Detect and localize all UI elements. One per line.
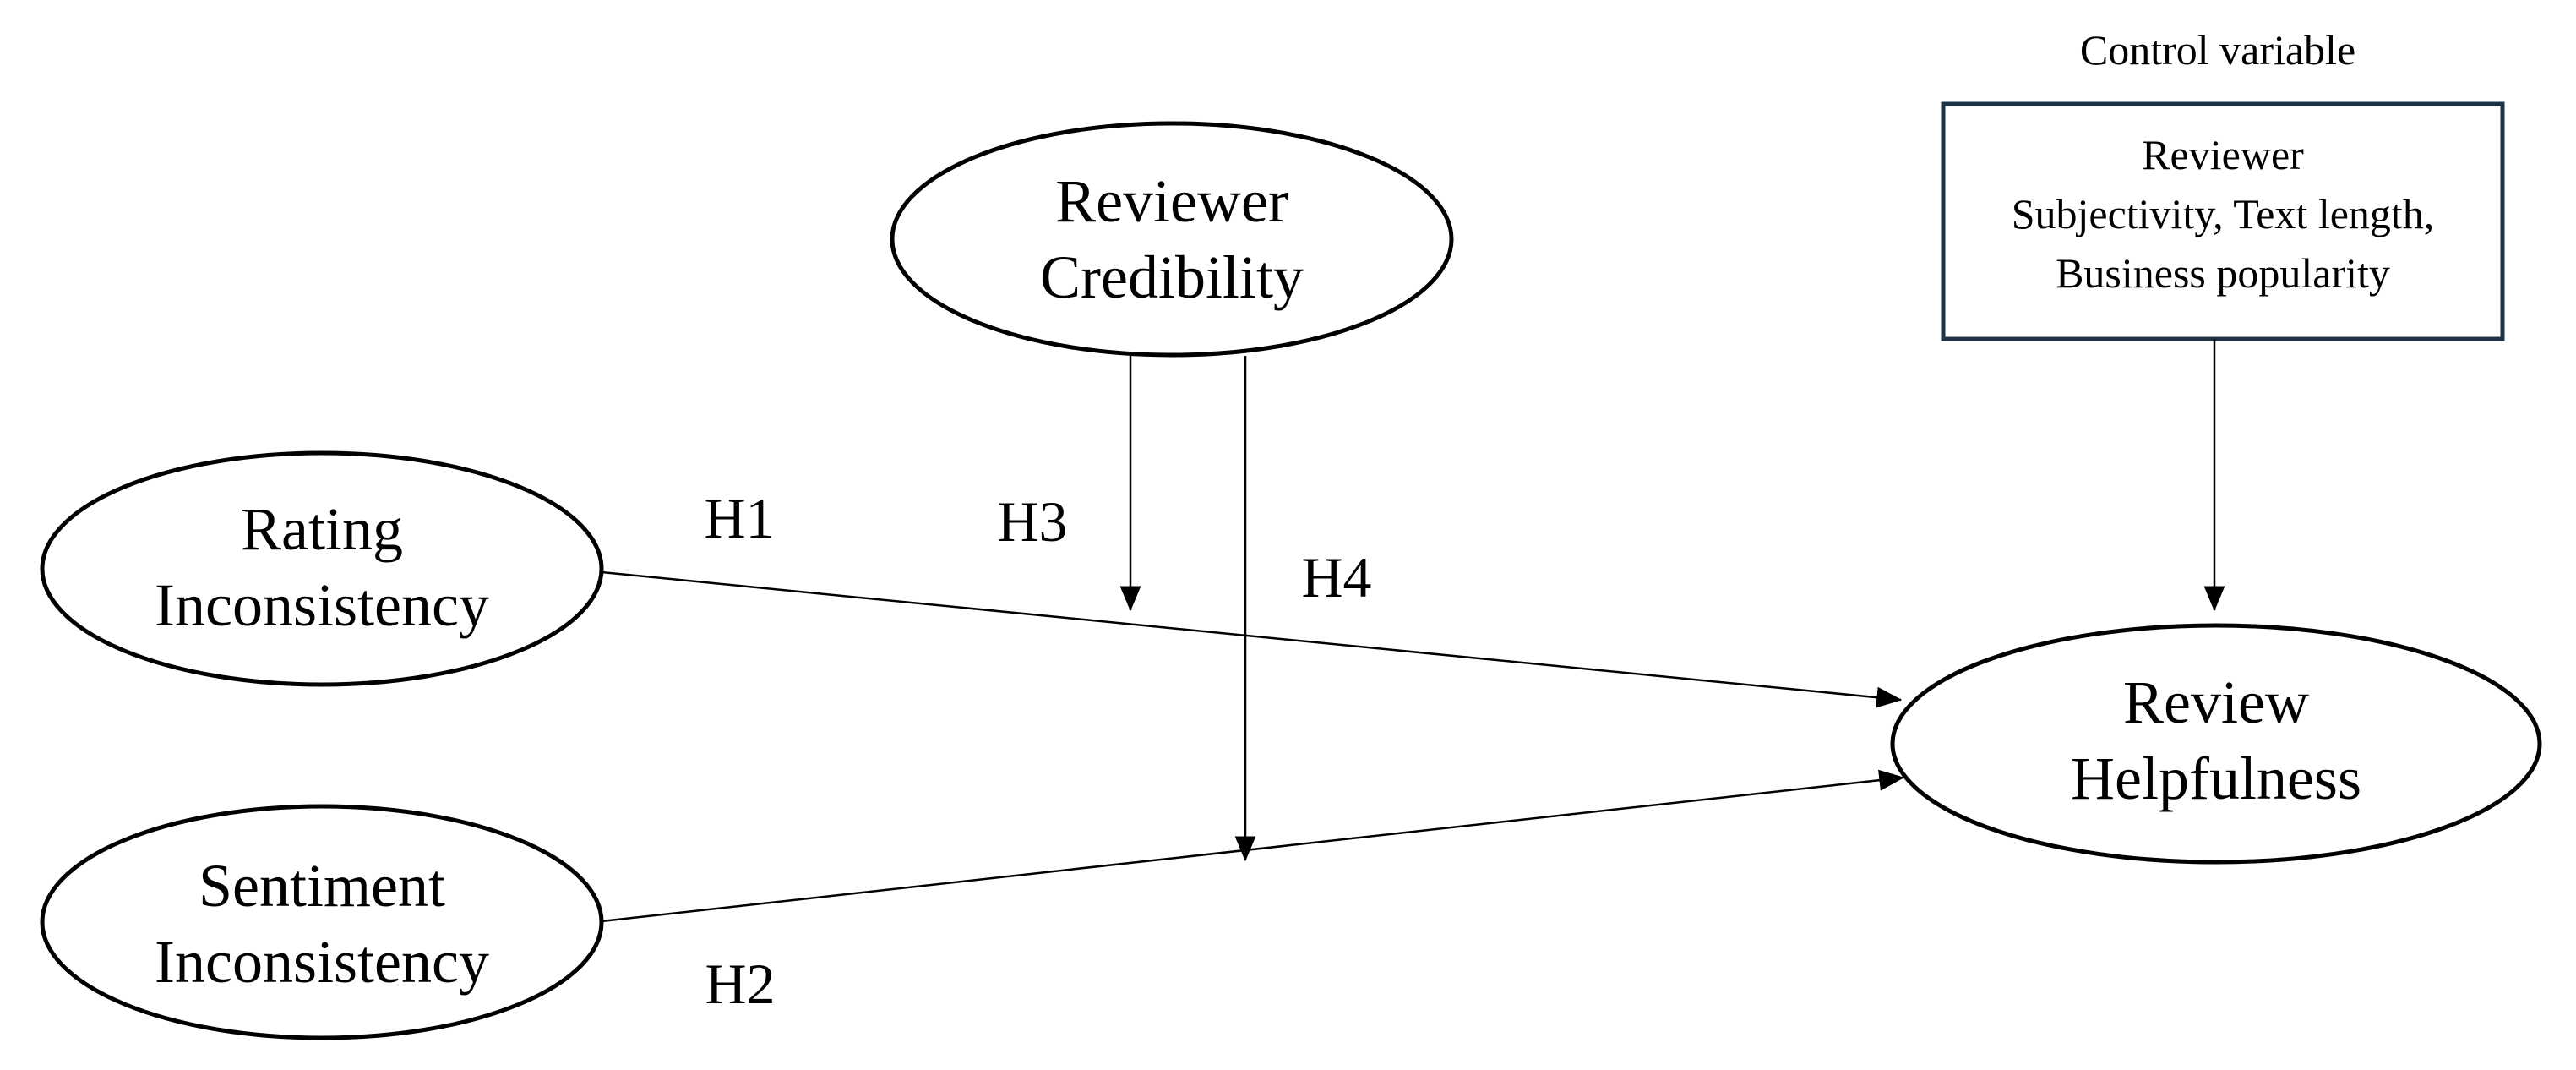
control-line-3: Business popularity	[2056, 249, 2390, 297]
h4-label: H4	[1301, 545, 1371, 609]
control-variable-box	[1941, 101, 2505, 341]
control-line-2: Subjectivity, Text length,	[2012, 190, 2435, 237]
h3-label: H3	[997, 489, 1067, 554]
reviewer-credibility-label-line-1: Reviewer	[1055, 167, 1288, 235]
rating-inconsistency-node	[40, 450, 604, 687]
h2-path-arrow	[601, 769, 1905, 923]
review-helpfulness-label-line-2: Helpfulness	[2071, 745, 2361, 812]
review-helpfulness-label-line-1: Review	[2123, 669, 2309, 736]
sentiment-inconsistency-label-line-1: Sentiment	[199, 852, 445, 920]
h1-label: H1	[704, 486, 774, 550]
rating-inconsistency-label-line-2: Inconsistency	[155, 571, 489, 639]
reviewer-credibility-node	[890, 121, 1454, 358]
sentiment-inconsistency-node	[40, 804, 604, 1040]
sentiment-inconsistency-label-line-2: Inconsistency	[155, 928, 489, 996]
control-line-1: Reviewer	[2142, 131, 2304, 178]
review-helpfulness-node	[1890, 623, 2542, 865]
control-variable-heading: Control variable	[2080, 26, 2355, 74]
h1-path-arrow	[601, 570, 1903, 708]
h2-label: H2	[705, 952, 775, 1016]
reviewer-credibility-label-line-2: Credibility	[1040, 243, 1304, 311]
rating-inconsistency-label-line-1: Rating	[241, 495, 403, 563]
